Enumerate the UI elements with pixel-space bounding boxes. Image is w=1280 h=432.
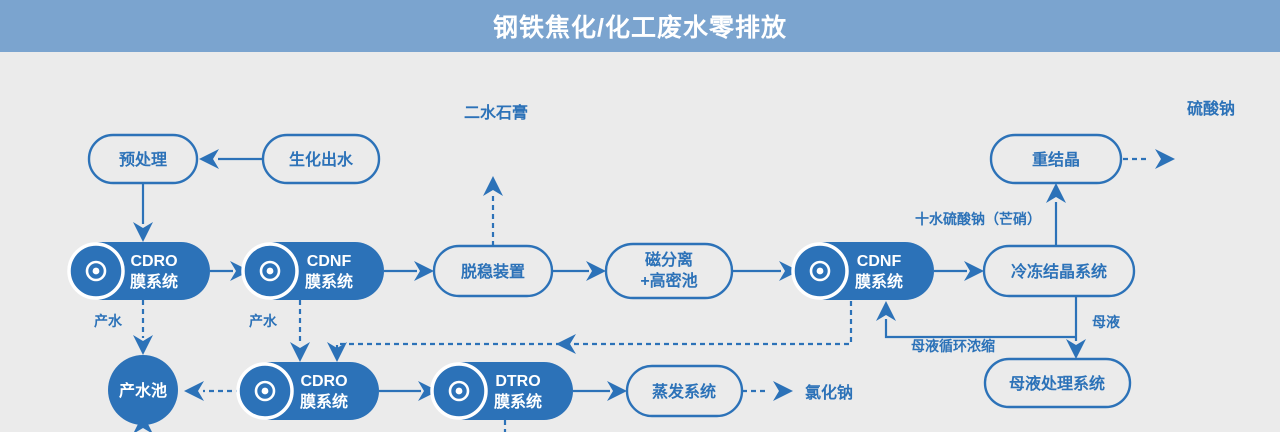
page-title: 钢铁焦化/化工废水零排放 [493, 14, 787, 42]
node-label-2: 膜系统 [300, 392, 348, 411]
node-dtro-membrane-system[interactable]: DTRO 膜系统 [430, 362, 573, 420]
terminal-label-sodium-chloride: 氯化钠 [805, 383, 853, 402]
edge-cdro1-to-prodpool [133, 300, 153, 355]
node-cdro-membrane-system-upper[interactable]: CDRO 膜系统 [67, 242, 210, 300]
node-label: 磁分离 [645, 250, 693, 269]
node-label: 生化出水 [289, 150, 354, 169]
edge-cdnf1-to-cdro2 [290, 300, 310, 362]
terminal-label-sodium-sulfate: 硫酸钠 [1187, 99, 1235, 118]
edge-magsep-to-cdnf2 [732, 261, 799, 281]
flowchart-canvas: 预处理 生化出水 CDRO 膜系统 CDNF 膜系统 脱稳装置 磁分离 [0, 52, 1280, 432]
node-label: 脱稳装置 [461, 262, 525, 281]
node-label: 预处理 [119, 150, 167, 169]
node-biochemical-effluent[interactable]: 生化出水 [261, 133, 381, 185]
node-cdnf-membrane-system-right[interactable]: CDNF 膜系统 [791, 242, 934, 300]
node-cdro-membrane-system-lower[interactable]: CDRO 膜系统 [236, 362, 379, 420]
node-label-2: 膜系统 [494, 392, 542, 411]
edge-pretreat-to-cdro1 [133, 183, 153, 242]
edge-motherproc-recirculation [876, 301, 1076, 339]
node-destabilization-unit[interactable]: 脱稳装置 [432, 244, 554, 298]
edge-label-mirabilite: 十水硫酸钠（芒硝） [915, 211, 1041, 227]
node-label-2: +高密池 [640, 271, 697, 290]
node-product-water-pool[interactable]: 产水池 [108, 355, 178, 425]
membrane-disc-icon [791, 242, 849, 300]
node-label: CDRO [130, 253, 177, 270]
edge-evap-to-nacl [742, 381, 793, 401]
node-label: CDNF [307, 253, 352, 270]
edge-cdnf1-to-destab [384, 261, 434, 281]
edge-freeze-to-motherproc [1066, 296, 1086, 359]
edge-destab-to-magsep [552, 261, 606, 281]
node-freeze-crystallization-system[interactable]: 冷冻结晶系统 [982, 244, 1136, 298]
edge-cdro2-to-dtro [379, 381, 438, 401]
node-label: 重结晶 [1032, 150, 1080, 169]
edge-return-arrowhead-mid [556, 334, 576, 354]
edge-destab-to-gypsum [483, 176, 503, 246]
edge-label-product-water-1: 产水 [94, 313, 123, 329]
edge-label-product-water-2: 产水 [249, 313, 278, 329]
page-header: 钢铁焦化/化工废水零排放 [0, 0, 1280, 52]
edge-label-mother-liquor-recirculation: 母液循环浓缩 [911, 338, 995, 354]
node-cdnf-membrane-system-upper[interactable]: CDNF 膜系统 [241, 242, 384, 300]
node-evaporation-system[interactable]: 蒸发系统 [625, 364, 744, 418]
edge-cdnf2-to-freeze [934, 261, 984, 281]
membrane-disc-icon [236, 362, 294, 420]
edge-cdro2-to-prodpool [184, 381, 241, 401]
node-label-2: 膜系统 [130, 272, 178, 291]
node-label: CDNF [857, 253, 902, 270]
node-magnetic-separation[interactable]: 磁分离 +高密池 [604, 242, 734, 300]
node-label: CDRO [300, 373, 347, 390]
edge-freeze-to-recryst [1046, 183, 1066, 246]
terminal-label-gypsum: 二水石膏 [464, 103, 528, 122]
edge-cdro1-to-cdnf1 [210, 261, 250, 281]
node-label: 母液处理系统 [1009, 374, 1105, 393]
node-mother-liquor-treatment-system[interactable]: 母液处理系统 [983, 357, 1132, 409]
node-label: DTRO [495, 373, 540, 390]
node-label: 冷冻结晶系统 [1011, 262, 1107, 281]
node-label: 产水池 [119, 381, 167, 400]
membrane-disc-icon [241, 242, 299, 300]
edge-dtro-to-evap [573, 381, 627, 401]
node-pretreatment[interactable]: 预处理 [87, 133, 199, 185]
edge-bio-to-pretreat [199, 149, 262, 169]
node-label-2: 膜系统 [305, 272, 353, 291]
edge-label-mother-liquor: 母液 [1092, 314, 1121, 330]
edge-recryst-to-na2so4 [1123, 149, 1175, 169]
edge-cdnf2-to-cdro2 [327, 301, 853, 362]
node-label-2: 膜系统 [855, 272, 903, 291]
node-recrystallization[interactable]: 重结晶 [989, 133, 1123, 185]
membrane-disc-icon [430, 362, 488, 420]
membrane-disc-icon [67, 242, 125, 300]
node-label: 蒸发系统 [652, 382, 716, 401]
